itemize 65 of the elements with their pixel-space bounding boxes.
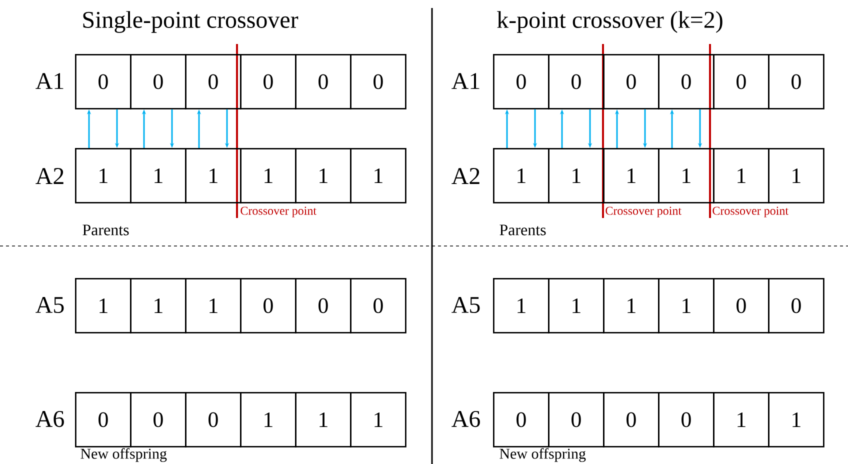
group-caption: Parents xyxy=(82,224,129,236)
row-label: A5 xyxy=(452,296,480,314)
gene-cell: 1 xyxy=(768,148,824,204)
gene-cell: 0 xyxy=(603,54,660,110)
gene-cell: 1 xyxy=(603,278,660,334)
gene-cell: 1 xyxy=(295,392,352,448)
gene-cell: 0 xyxy=(295,54,352,110)
gene-cell: 0 xyxy=(768,278,824,334)
gene-cell: 1 xyxy=(130,278,186,334)
gene-cell: 1 xyxy=(75,278,132,334)
gene-cell: 0 xyxy=(713,54,770,110)
gene-cell: 0 xyxy=(75,392,132,448)
gene-cell: 1 xyxy=(658,278,714,334)
gene-cell: 0 xyxy=(350,278,406,334)
group-caption: Parents xyxy=(500,224,546,236)
gene-cell: 1 xyxy=(240,148,296,204)
crossover-label: Crossover point xyxy=(712,206,788,218)
gene-cell: 0 xyxy=(185,392,242,448)
gene-cell: 0 xyxy=(130,392,186,448)
gene-cell: 0 xyxy=(350,54,406,110)
gene-cell: 1 xyxy=(658,148,714,204)
gene-cell: 1 xyxy=(185,278,242,334)
gene-cell: 1 xyxy=(350,148,406,204)
gene-cell: 1 xyxy=(75,148,132,204)
gene-cell: 0 xyxy=(713,278,770,334)
row-label: A5 xyxy=(36,296,64,314)
crossover-label: Crossover point xyxy=(606,206,682,218)
gene-cell: 0 xyxy=(658,392,714,448)
gene-cell: 0 xyxy=(768,54,824,110)
gene-cell: 0 xyxy=(130,54,186,110)
gene-cell: 1 xyxy=(130,148,186,204)
gene-cell: 0 xyxy=(493,392,550,448)
row-label: A2 xyxy=(36,168,64,184)
gene-cell: 0 xyxy=(548,54,604,110)
gene-cell: 0 xyxy=(603,392,660,448)
gene-cell: 0 xyxy=(548,392,604,448)
gene-cell: 1 xyxy=(713,392,770,448)
gene-cell: 1 xyxy=(548,148,604,204)
row-label: A1 xyxy=(36,73,64,89)
gene-cell: 1 xyxy=(350,392,406,448)
gene-cell: 1 xyxy=(185,148,242,204)
gene-cell: 1 xyxy=(713,148,770,204)
gene-cell: 0 xyxy=(658,54,714,110)
gene-cell: 0 xyxy=(185,54,242,110)
gene-cell: 0 xyxy=(240,278,296,334)
gene-cell: 1 xyxy=(295,148,352,204)
gene-cell: 1 xyxy=(768,392,824,448)
gene-cell: 1 xyxy=(603,148,660,204)
gene-cell: 1 xyxy=(548,278,604,334)
panel-title: k-point crossover (k=2) xyxy=(497,11,722,33)
gene-cell: 0 xyxy=(493,54,550,110)
row-label: A6 xyxy=(36,410,64,428)
group-caption: New offspring xyxy=(500,448,586,462)
gene-cell: 0 xyxy=(295,278,352,334)
gene-cell: 1 xyxy=(493,148,550,204)
gene-cell: 0 xyxy=(75,54,132,110)
group-caption: New offspring xyxy=(80,448,167,462)
crossover-label: Crossover point xyxy=(240,206,316,218)
row-label: A1 xyxy=(452,73,480,89)
gene-cell: 1 xyxy=(240,392,296,448)
row-label: A6 xyxy=(452,410,480,428)
gene-cell: 1 xyxy=(493,278,550,334)
gene-cell: 0 xyxy=(240,54,296,110)
panel-title: Single-point crossover xyxy=(83,11,298,33)
row-label: A2 xyxy=(452,168,480,184)
